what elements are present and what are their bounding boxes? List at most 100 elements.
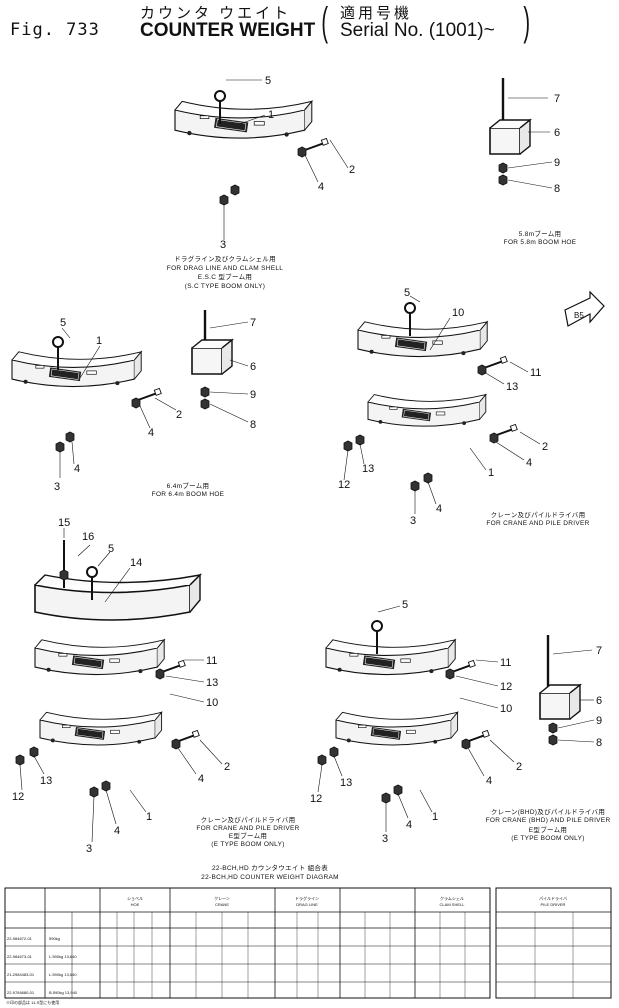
svg-text:16: 16 (82, 531, 94, 543)
svg-text:FOR DRAG LINE AND CLAM SHELL: FOR DRAG LINE AND CLAM SHELL (167, 265, 283, 272)
svg-text:3: 3 (86, 843, 92, 855)
serial-japanese: 適用号機 (340, 5, 413, 22)
svg-text:5.8mブーム用: 5.8mブーム用 (519, 229, 562, 238)
svg-text:6: 6 (250, 361, 256, 373)
svg-text:1: 1 (146, 811, 152, 823)
svg-text:9: 9 (596, 715, 602, 727)
svg-text:4: 4 (436, 503, 442, 515)
svg-text:FOR CRANE AND PILE DRIVER: FOR CRANE AND PILE DRIVER (486, 520, 589, 527)
svg-text:6: 6 (596, 695, 602, 707)
svg-text:13: 13 (362, 463, 374, 475)
svg-text:B.590kg 13,940: B.590kg 13,940 (49, 990, 78, 995)
svg-text:クレーン及びパイルドライバ用: クレーン及びパイルドライバ用 (201, 816, 296, 824)
svg-text:CLAM SHELL: CLAM SHELL (440, 902, 466, 907)
svg-text:2: 2 (224, 761, 230, 773)
svg-text:(S.C TYPE BOOM ONLY): (S.C TYPE BOOM ONLY) (185, 283, 266, 290)
svg-text:B5: B5 (574, 311, 584, 320)
svg-text:1: 1 (268, 109, 274, 121)
svg-text:8: 8 (250, 419, 256, 431)
svg-text:6.4mブーム用: 6.4mブーム用 (167, 481, 210, 490)
svg-text:パイルドライバ: パイルドライバ (539, 895, 567, 901)
svg-text:クレーン: クレーン (214, 895, 230, 901)
svg-text:E型ブーム用: E型ブーム用 (529, 825, 567, 834)
paren-right: ) (523, 0, 530, 44)
svg-text:3: 3 (220, 239, 226, 251)
svg-text:12: 12 (500, 681, 512, 693)
svg-text:4: 4 (148, 427, 154, 439)
svg-text:E型ブーム用: E型ブーム用 (229, 831, 267, 840)
svg-text:CRANE: CRANE (215, 902, 229, 907)
svg-text:ショベル: ショベル (127, 896, 143, 901)
svg-text:13: 13 (206, 677, 218, 689)
svg-text:9: 9 (250, 389, 256, 401)
svg-text:13: 13 (340, 777, 352, 789)
page-title: COUNTER WEIGHT (140, 20, 316, 41)
svg-text:5: 5 (265, 75, 271, 87)
svg-text:FOR CRANE (BHD) AND PILE DRIVE: FOR CRANE (BHD) AND PILE DRIVER (486, 817, 611, 824)
svg-text:HOE: HOE (131, 902, 140, 907)
svg-text:13: 13 (40, 775, 52, 787)
svg-text:10: 10 (500, 703, 512, 715)
figure-label: Fig. 733 (10, 20, 100, 40)
svg-text:4: 4 (198, 773, 204, 785)
svg-text:22-984673-01: 22-984673-01 (7, 954, 33, 959)
svg-text:3: 3 (54, 481, 60, 493)
svg-text:22-BCH,HD カウンタウエイト 組合表: 22-BCH,HD カウンタウエイト 組合表 (212, 863, 328, 872)
svg-text:2: 2 (349, 164, 355, 176)
svg-text:7: 7 (554, 93, 560, 105)
paren-left: ( (321, 0, 328, 44)
svg-text:12: 12 (338, 479, 350, 491)
svg-text:1: 1 (488, 467, 494, 479)
svg-text:5: 5 (402, 599, 408, 611)
svg-text:PILE DRIVER: PILE DRIVER (541, 902, 566, 907)
svg-text:5: 5 (60, 317, 66, 329)
svg-text:4: 4 (74, 463, 80, 475)
svg-text:L.590kg 13,640: L.590kg 13,640 (49, 972, 77, 977)
svg-text:※印の部品は 11-S型にも使用: ※印の部品は 11-S型にも使用 (6, 999, 59, 1005)
svg-text:4: 4 (406, 819, 412, 831)
svg-text:4: 4 (114, 825, 120, 837)
svg-text:5: 5 (108, 543, 114, 555)
svg-text:2: 2 (516, 761, 522, 773)
svg-text:11: 11 (500, 657, 511, 669)
svg-text:22-984672-01: 22-984672-01 (7, 936, 33, 941)
svg-text:13: 13 (506, 381, 518, 393)
svg-text:22-9784680-01: 22-9784680-01 (7, 990, 35, 995)
serial-number: Serial No. (1001)~ (340, 20, 495, 41)
svg-text:12: 12 (310, 793, 322, 805)
svg-text:590kg: 590kg (49, 936, 60, 941)
svg-text:10: 10 (206, 697, 218, 709)
svg-text:14: 14 (130, 557, 142, 569)
svg-text:12: 12 (12, 791, 24, 803)
svg-text:8: 8 (596, 737, 602, 749)
svg-text:FOR CRANE AND PILE DRIVER: FOR CRANE AND PILE DRIVER (196, 825, 299, 832)
group-crane-e-type: 15 16 5 14 11 13 10 2 4 1 12 13 3 4 (12, 517, 230, 855)
svg-text:クレーン(BHD)及びパイルドライバ用: クレーン(BHD)及びパイルドライバ用 (491, 808, 605, 816)
svg-text:3: 3 (410, 515, 416, 527)
svg-text:3: 3 (382, 833, 388, 845)
svg-text:4: 4 (526, 457, 532, 469)
svg-text:L.590kg 13,640: L.590kg 13,640 (49, 954, 77, 959)
group-6-4m-boom: 5 1 2 4 4 3 7 6 9 8 (11, 310, 256, 493)
svg-text:2: 2 (542, 441, 548, 453)
svg-text:15: 15 (58, 517, 70, 529)
svg-text:11: 11 (206, 655, 217, 667)
svg-text:FOR 6.4m BOOM HOE: FOR 6.4m BOOM HOE (152, 491, 225, 498)
svg-text:5: 5 (404, 287, 410, 299)
group-5-8m-boom: 7 6 9 8 (489, 78, 560, 195)
svg-text:8: 8 (554, 183, 560, 195)
svg-text:FOR 5.8m BOOM HOE: FOR 5.8m BOOM HOE (504, 239, 577, 246)
svg-text:6: 6 (554, 127, 560, 139)
svg-text:ドラグライン: ドラグライン (295, 895, 319, 901)
svg-text:10: 10 (452, 307, 464, 319)
svg-text:9: 9 (554, 157, 560, 169)
svg-text:(E TYPE BOOM ONLY): (E TYPE BOOM ONLY) (211, 841, 284, 848)
svg-text:4: 4 (486, 775, 492, 787)
svg-text:(E TYPE BOOM ONLY): (E TYPE BOOM ONLY) (511, 835, 584, 842)
svg-text:11: 11 (530, 367, 541, 379)
group-crane-pile-driver: 5 10 11 13 2 4 1 12 13 3 4 (338, 287, 548, 527)
arrow-icon: B5 (564, 290, 605, 327)
combination-table: ショベル HOE クレーン CRANE ドラグライン DRAG LINE クラム… (4, 887, 612, 999)
svg-text:21-2984483-01: 21-2984483-01 (7, 972, 35, 977)
